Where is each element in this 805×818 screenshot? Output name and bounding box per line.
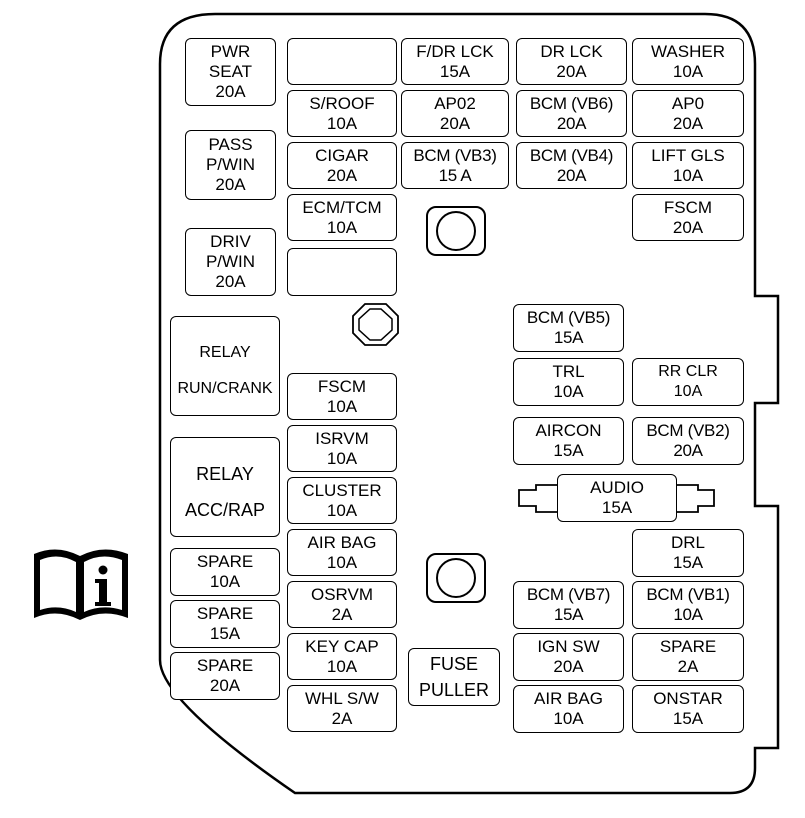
fuse-label: SPARE 15A: [196, 604, 254, 643]
fuse-label: DRL 15A: [670, 533, 705, 572]
fuse-label: DRIV P/WIN 20A: [205, 232, 256, 291]
fuse-label: TRL 10A: [552, 362, 585, 401]
fuse-washer: WASHER 10A: [632, 38, 744, 85]
audio-connector-right: [677, 484, 715, 513]
owner-manual-info-icon: [34, 549, 128, 620]
fuse-spare-20a: SPARE 20A: [170, 652, 280, 700]
fuse-trl: TRL 10A: [513, 358, 624, 406]
fuse-label: BCM (VB7) 15A: [526, 585, 611, 624]
fuse-cluster: CLUSTER 10A: [287, 477, 397, 524]
fuse-bcm-vb5: BCM (VB5) 15A: [513, 304, 624, 352]
fuse-fscm-mid: FSCM 10A: [287, 373, 397, 420]
fuse-label: DR LCK 20A: [540, 41, 603, 81]
fuse-puller: FUSE PULLER: [408, 648, 500, 706]
fuse-label: BCM (VB3) 15 A: [413, 145, 497, 185]
fuse-label: AUDIO 15A: [590, 478, 644, 517]
fuse-isrvm: ISRVM 10A: [287, 425, 397, 472]
fuse-label: CLUSTER 10A: [302, 480, 382, 520]
fuse-label: PWR SEAT 20A: [208, 42, 253, 101]
fuse-bcm-vb4: BCM (VB4) 20A: [516, 142, 627, 189]
fuse-ap0: AP0 20A: [632, 90, 744, 137]
fuse-ap02: AP02 20A: [401, 90, 509, 137]
fuse-label: FSCM 20A: [663, 197, 713, 237]
fuse-lift-gls: LIFT GLS 10A: [632, 142, 744, 189]
fuse-air-bag-2: AIR BAG 10A: [513, 685, 624, 733]
fuse-ign-sw: IGN SW 20A: [513, 633, 624, 681]
relay-run-crank: RELAY RUN/CRANK: [170, 316, 280, 416]
fuse-osrvm: OSRVM 2A: [287, 581, 397, 628]
fuse-label: WHL S/W 2A: [305, 688, 379, 728]
fuse-blank-1: [287, 38, 397, 85]
fuse-f-dr-lck: F/DR LCK 15A: [401, 38, 509, 85]
fuse-label: BCM (VB2) 20A: [646, 421, 730, 460]
fuse-label: FUSE PULLER: [418, 654, 490, 700]
fuse-label: SPARE 10A: [196, 552, 254, 591]
fuse-ecm-tcm: ECM/TCM 10A: [287, 194, 397, 241]
fuse-spare-15a: SPARE 15A: [170, 600, 280, 648]
fuse-audio: AUDIO 15A: [557, 474, 677, 522]
relay-label: RELAY RUN/CRANK: [177, 344, 273, 397]
fuse-driv-p-win: DRIV P/WIN 20A: [185, 228, 276, 296]
fuse-label: BCM (VB4) 20A: [529, 145, 614, 185]
fuse-spare-2a: SPARE 2A: [632, 633, 744, 681]
fuse-label: RR CLR 10A: [658, 363, 718, 400]
fuse-label: OSRVM 2A: [310, 584, 374, 624]
fuse-spare-10a: SPARE 10A: [170, 548, 280, 596]
fuse-label: WASHER 10A: [651, 41, 725, 81]
fuse-label: BCM (VB6) 20A: [529, 93, 614, 133]
fuse-whl-s-w: WHL S/W 2A: [287, 685, 397, 732]
fuse-label: AP02 20A: [434, 93, 476, 133]
fuse-label: SPARE 20A: [196, 656, 254, 695]
grommet-top: [426, 206, 486, 256]
octagon-hole: [352, 303, 399, 346]
fuse-label: BCM (VB1) 10A: [646, 585, 730, 624]
fuse-s-roof: S/ROOF 10A: [287, 90, 397, 137]
fuse-bcm-vb3: BCM (VB3) 15 A: [401, 142, 509, 189]
fuse-key-cap: KEY CAP 10A: [287, 633, 397, 680]
fuse-label: S/ROOF 10A: [309, 93, 375, 133]
fuse-cigar: CIGAR 20A: [287, 142, 397, 189]
fuse-bcm-vb1: BCM (VB1) 10A: [632, 581, 744, 629]
fuse-label: AP0 20A: [671, 93, 705, 133]
fuse-label: AIR BAG 10A: [307, 532, 377, 572]
fuse-label: FSCM 10A: [317, 376, 367, 416]
fuse-label: PASS P/WIN 20A: [205, 135, 256, 194]
fuse-label: BCM (VB5) 15A: [526, 308, 611, 347]
housing-outline: [158, 12, 780, 795]
relay-label: RELAY ACC/RAP: [184, 464, 265, 520]
fuse-fscm-top: FSCM 20A: [632, 194, 744, 241]
fuse-aircon: AIRCON 15A: [513, 417, 624, 465]
fuse-label: AIRCON 15A: [535, 421, 602, 460]
fuse-label: F/DR LCK 15A: [416, 41, 494, 81]
fuse-bcm-vb2: BCM (VB2) 20A: [632, 417, 744, 465]
fuse-onstar: ONSTAR 15A: [632, 685, 744, 733]
fuse-label: ISRVM 10A: [315, 428, 369, 468]
fuse-label: AIR BAG 10A: [534, 689, 603, 728]
relay-acc-rap: RELAY ACC/RAP: [170, 437, 280, 537]
fuse-bcm-vb7: BCM (VB7) 15A: [513, 581, 624, 629]
fuse-pwr-seat: PWR SEAT 20A: [185, 38, 276, 106]
fuse-label: CIGAR 20A: [315, 145, 369, 185]
fuse-blank-2: [287, 248, 397, 296]
fuse-label: KEY CAP 10A: [305, 636, 379, 676]
fuse-label: LIFT GLS 10A: [651, 145, 725, 185]
fuse-label: IGN SW 20A: [537, 637, 600, 676]
fuse-label: ECM/TCM 10A: [302, 197, 382, 237]
fuse-drl: DRL 15A: [632, 529, 744, 577]
fuse-dr-lck: DR LCK 20A: [516, 38, 627, 85]
fuse-rr-clr: RR CLR 10A: [632, 358, 744, 406]
fuse-bcm-vb6: BCM (VB6) 20A: [516, 90, 627, 137]
fuse-label: SPARE 2A: [659, 637, 717, 676]
fuse-label: ONSTAR 15A: [653, 689, 723, 728]
grommet-bottom: [426, 553, 486, 603]
audio-connector-left: [518, 484, 557, 513]
fuse-air-bag-1: AIR BAG 10A: [287, 529, 397, 576]
fuse-pass-p-win: PASS P/WIN 20A: [185, 130, 276, 200]
